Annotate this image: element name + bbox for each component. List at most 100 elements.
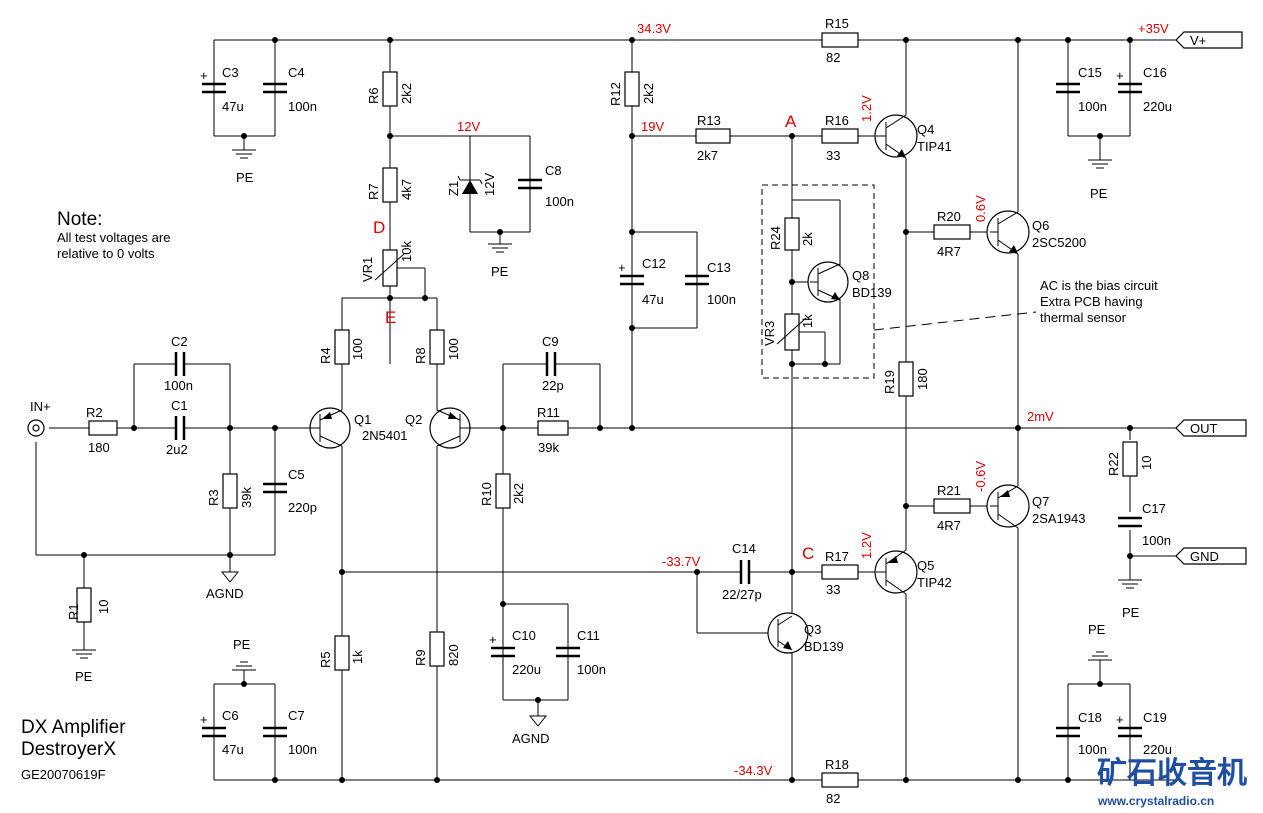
svg-text:12V: 12V xyxy=(482,173,497,196)
svg-text:R12: R12 xyxy=(608,82,623,106)
r9-body xyxy=(429,631,445,667)
svg-text:220u: 220u xyxy=(1143,99,1172,114)
svg-text:PE: PE xyxy=(1088,622,1106,637)
vr1-body xyxy=(382,249,398,287)
r6-body xyxy=(382,71,398,107)
svg-text:R6: R6 xyxy=(366,87,381,104)
svg-text:Q8: Q8 xyxy=(852,268,869,283)
svg-text:2u2: 2u2 xyxy=(166,442,188,457)
svg-text:PE: PE xyxy=(233,637,251,652)
svg-text:Q6: Q6 xyxy=(1032,218,1049,233)
svg-text:47u: 47u xyxy=(222,99,244,114)
svg-text:VR3: VR3 xyxy=(762,321,777,346)
r4-body xyxy=(334,329,350,365)
resistors xyxy=(76,32,1138,788)
svg-text:39k: 39k xyxy=(239,487,254,508)
svg-text:Q2: Q2 xyxy=(405,412,422,427)
svg-text:R11: R11 xyxy=(537,405,560,420)
svg-text:82: 82 xyxy=(826,50,840,65)
v-rail-bot: -34.3V xyxy=(734,763,773,778)
watermark-cn: 矿石收音机 xyxy=(1097,756,1247,791)
svg-text:R24: R24 xyxy=(768,226,783,250)
svg-text:1k: 1k xyxy=(800,314,815,328)
r2-body xyxy=(88,420,118,436)
svg-text:R13: R13 xyxy=(697,113,721,128)
r10-body xyxy=(495,473,511,509)
svg-text:180: 180 xyxy=(88,440,110,455)
svg-text:PE: PE xyxy=(236,170,254,185)
svg-text:C14: C14 xyxy=(732,541,756,556)
svg-text:Q7: Q7 xyxy=(1032,494,1049,509)
r18-body xyxy=(821,772,859,788)
svg-text:22/27p: 22/27p xyxy=(722,587,762,602)
r24-body xyxy=(784,217,800,251)
svg-text:2k2: 2k2 xyxy=(511,483,526,504)
svg-text:100n: 100n xyxy=(288,742,317,757)
svg-text:R17: R17 xyxy=(825,549,849,564)
svg-text:R4: R4 xyxy=(318,347,333,364)
svg-text:R20: R20 xyxy=(937,209,961,224)
svg-text:220u: 220u xyxy=(512,662,541,677)
svg-text:100n: 100n xyxy=(1078,742,1107,757)
v-q4b: 1.2V xyxy=(859,95,874,122)
tp-a: A xyxy=(785,112,797,131)
v-pos35: +35V xyxy=(1138,21,1169,36)
svg-text:4R7: 4R7 xyxy=(937,244,961,259)
svg-text:R1: R1 xyxy=(66,603,81,620)
svg-text:C1: C1 xyxy=(171,398,188,413)
r3-body xyxy=(222,473,238,509)
r12-body xyxy=(624,71,640,107)
r8-body xyxy=(429,329,445,365)
svg-text:2SC5200: 2SC5200 xyxy=(1032,235,1086,250)
svg-text:PE: PE xyxy=(491,264,509,279)
svg-text:22p: 22p xyxy=(542,378,564,393)
svg-text:C6: C6 xyxy=(222,708,239,723)
svg-text:47u: 47u xyxy=(222,742,244,757)
svg-text:R21: R21 xyxy=(937,483,961,498)
svg-text:100n: 100n xyxy=(288,99,317,114)
r11-body xyxy=(537,420,569,436)
svg-text:100n: 100n xyxy=(707,292,736,307)
svg-text:1k: 1k xyxy=(350,650,365,664)
svg-text:C2: C2 xyxy=(171,334,188,349)
port-gnd: GND xyxy=(1190,549,1219,564)
svg-text:C13: C13 xyxy=(707,260,731,275)
svg-text:R3: R3 xyxy=(206,489,221,506)
svg-text:R16: R16 xyxy=(825,113,849,128)
svg-text:Z1: Z1 xyxy=(446,181,461,196)
r21-body xyxy=(933,498,971,514)
svg-text:220p: 220p xyxy=(288,500,317,515)
note-line1: All test voltages are xyxy=(57,230,170,245)
svg-text:R22: R22 xyxy=(1106,452,1121,476)
svg-text:C12: C12 xyxy=(642,256,666,271)
svg-text:100: 100 xyxy=(446,338,461,360)
svg-text:+: + xyxy=(200,68,208,83)
svg-text:C17: C17 xyxy=(1142,501,1166,516)
labels: 34.3V +35V 12V 19V 2mV -33.7V -34.3V 1.2… xyxy=(21,16,1247,808)
svg-text:10: 10 xyxy=(96,600,111,614)
svg-text:R18: R18 xyxy=(825,757,849,772)
svg-text:820: 820 xyxy=(446,644,461,666)
bias-note-3: thermal sensor xyxy=(1040,310,1127,325)
svg-text:+: + xyxy=(200,712,208,727)
svg-text:+: + xyxy=(1116,68,1124,83)
v-out: 2mV xyxy=(1027,409,1054,424)
svg-text:2k7: 2k7 xyxy=(697,148,718,163)
svg-text:R2: R2 xyxy=(86,405,103,420)
svg-text:2k2: 2k2 xyxy=(399,83,414,104)
tp-e: E xyxy=(385,308,396,327)
svg-text:+: + xyxy=(489,632,497,647)
svg-text:33: 33 xyxy=(826,582,840,597)
v-neg33: -33.7V xyxy=(662,554,701,569)
svg-text:R8: R8 xyxy=(413,347,428,364)
v-q6b: 0.6V xyxy=(973,195,988,222)
svg-text:4k7: 4k7 xyxy=(399,179,414,200)
svg-text:C9: C9 xyxy=(542,334,559,349)
svg-text:100: 100 xyxy=(350,338,365,360)
port-in: IN+ xyxy=(30,399,51,414)
watermark-url: www.crystalradio.cn xyxy=(1097,794,1214,808)
bias-note-2: Extra PCB having xyxy=(1040,294,1143,309)
r13-body xyxy=(695,128,731,144)
svg-text:82: 82 xyxy=(826,791,840,806)
svg-text:2k: 2k xyxy=(800,232,815,246)
